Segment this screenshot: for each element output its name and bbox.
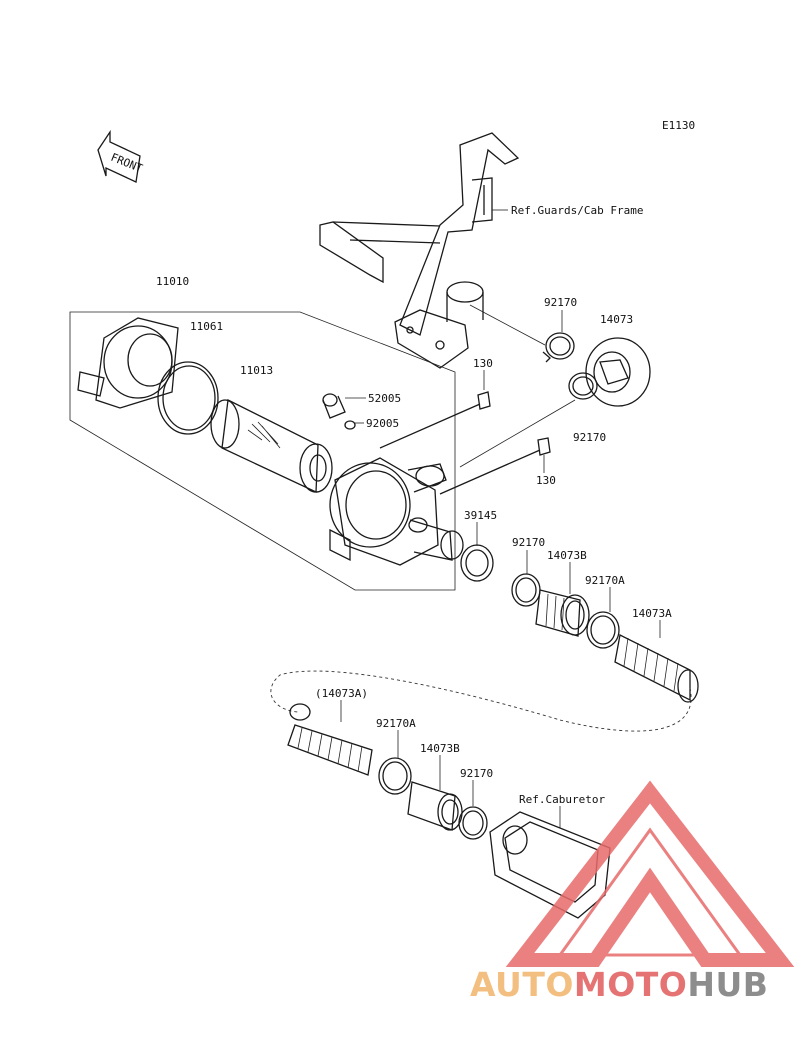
bolt-lower: [439, 437, 551, 495]
label-52005: 52005: [368, 392, 401, 405]
automotohub-logo: AUTOMOTOHUB: [470, 780, 795, 1004]
cab-frame: [319, 132, 520, 369]
connection-loop: [270, 670, 692, 732]
label-14073: 14073: [600, 313, 633, 326]
label-14073A-ref: (14073A): [315, 687, 368, 700]
label-92170A-lower: 92170A: [376, 717, 416, 730]
boot-14073B: [535, 589, 590, 637]
label-92005: 92005: [366, 417, 399, 430]
bellows-14073A: [614, 634, 699, 703]
label-92170-middle: 92170: [573, 431, 606, 444]
label-11013: 11013: [240, 364, 273, 377]
o-ring-inner: [162, 365, 216, 431]
clamp-92170-lower-inner: [462, 810, 484, 836]
clamp-92170A: [586, 611, 620, 649]
logo-triangle-icon: [505, 780, 795, 967]
label-92170-c: 92170: [512, 536, 545, 549]
clamp-92170-upper: [542, 332, 575, 363]
boot-14073B-lower: [407, 781, 463, 831]
front-arrow-icon: FRONT: [97, 129, 145, 183]
bolt-upper: [379, 391, 491, 449]
clamp-92170A-inner: [590, 615, 616, 645]
bellows-14073A-ref: [287, 703, 373, 776]
label-130-upper: 130: [473, 357, 493, 370]
label-92170A: 92170A: [585, 574, 625, 587]
label-11061: 11061: [190, 320, 223, 333]
clamp-92170-lower: [458, 806, 488, 840]
label-14073B-lower: 14073B: [420, 742, 460, 755]
ref-carburetor: Ref.Caburetor: [519, 793, 605, 806]
clamp-92170A-lower-inner: [382, 761, 408, 791]
clamp-92170-middle: [568, 372, 598, 400]
label-14073B: 14073B: [547, 549, 587, 562]
logo-text: AUTOMOTOHUB: [470, 965, 768, 1004]
label-130-lower: 130: [536, 474, 556, 487]
o-ring: [157, 361, 219, 435]
drain-cap: [322, 393, 356, 430]
label-92170-lower: 92170: [460, 767, 493, 780]
label-11010: 11010: [156, 275, 189, 288]
filter-element: [210, 399, 333, 494]
boot-14073: [585, 337, 651, 407]
air-cleaner-group-outline: [69, 311, 456, 591]
label-92170-upper: 92170: [544, 296, 577, 309]
diagram-code: E1130: [662, 119, 695, 132]
label-39145: 39145: [464, 509, 497, 522]
air-duct-body: [329, 457, 464, 566]
clamp-92170-c-inner: [515, 577, 537, 603]
air-cleaner-housing: [77, 317, 179, 409]
label-14073A: 14073A: [632, 607, 672, 620]
ref-guards-frame: Ref.Guards/Cab Frame: [511, 204, 643, 217]
seal-ring-39145-inner: [465, 549, 489, 577]
clamp-92170A-lower: [378, 757, 412, 795]
